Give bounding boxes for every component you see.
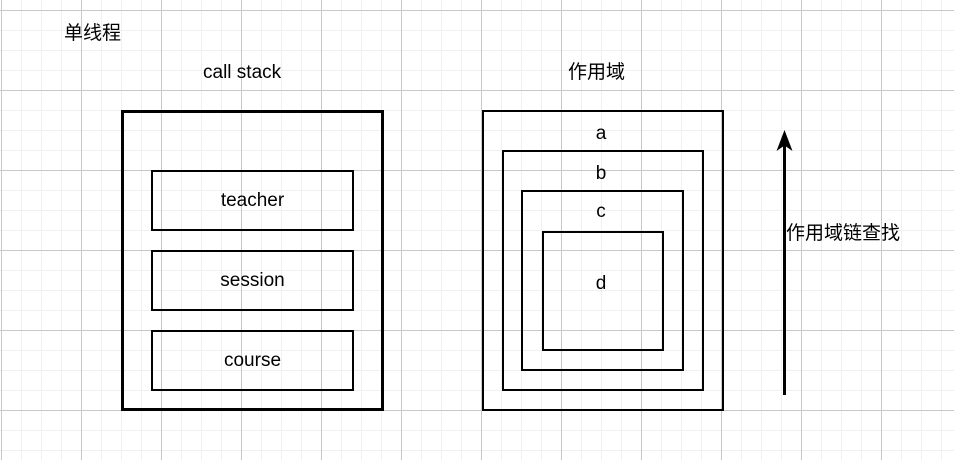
call-stack-frame-label: session [220, 269, 285, 291]
call-stack-heading: call stack [203, 62, 282, 83]
call-stack-frame-teacher[interactable]: teacher [151, 170, 354, 231]
arrow-up-icon [776, 130, 793, 395]
scope-chain-arrow [765, 125, 805, 400]
call-stack-frame-label: course [223, 349, 282, 371]
scope-label-b: b [595, 163, 607, 184]
scope-label-c: c [596, 201, 606, 222]
call-stack-frame-label: teacher [220, 189, 285, 211]
scope-box-c[interactable] [521, 190, 684, 371]
call-stack-container [121, 110, 384, 411]
scope-heading: 作用域 [568, 62, 626, 83]
scope-chain-arrow-caption: 作用域链查找 [786, 223, 901, 244]
call-stack-frame-course[interactable]: course [151, 330, 354, 391]
scope-box-b[interactable] [502, 150, 704, 391]
scope-box-d[interactable] [542, 231, 664, 351]
scope-box-a[interactable] [482, 110, 724, 411]
scope-label-d: d [595, 273, 607, 294]
scope-label-a: a [595, 123, 607, 144]
diagram-title: 单线程 [64, 23, 122, 44]
call-stack-frame-session[interactable]: session [151, 250, 354, 311]
